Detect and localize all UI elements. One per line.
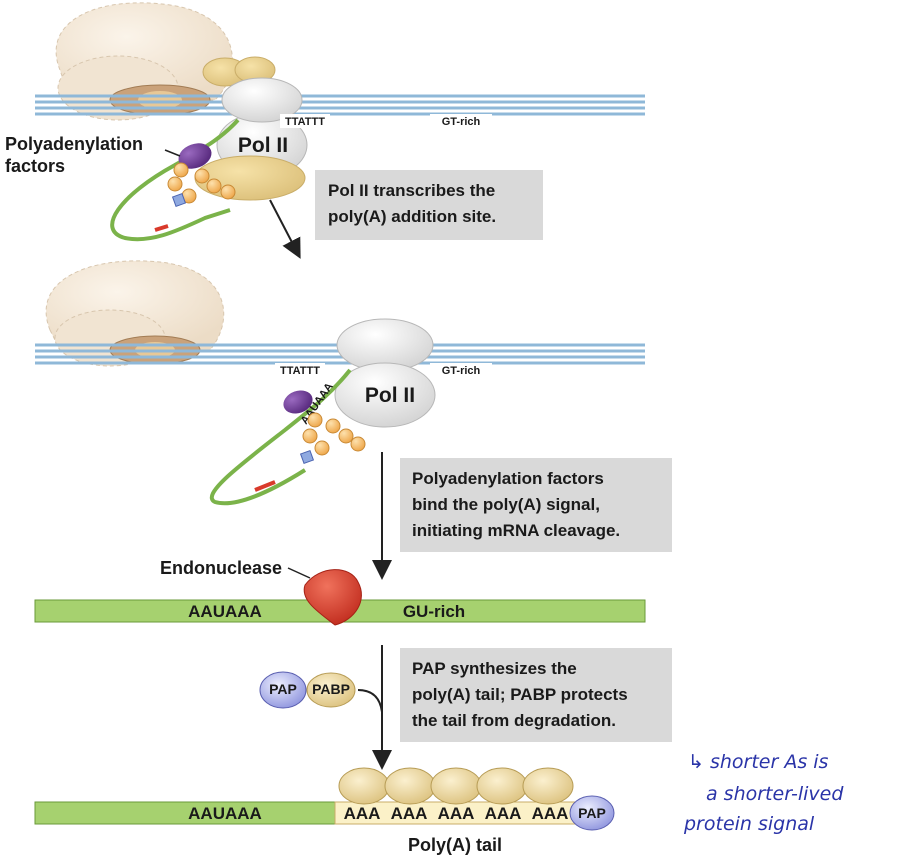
caption-box-3: [400, 648, 672, 742]
pap-label-4: PAP: [269, 681, 297, 697]
ttattt-box-1: [280, 114, 330, 128]
purple-factor-1: [178, 143, 212, 169]
pabp-beads: [338, 767, 574, 805]
ttattt-label-1: TTATTT: [285, 116, 325, 128]
panel-1: TTATTT GT-rich Pol II Polyadenylation fa…: [5, 2, 645, 259]
pap-label-5: PAP: [578, 805, 606, 821]
panel-5: AAUAAA AAA AAA AAA AAA AAA PAP Poly(A) t…: [34, 767, 615, 855]
caption-3-line3: the tail from degradation.: [412, 711, 616, 730]
gt-rich-box-2: [430, 363, 492, 377]
ttattt-box-2: [275, 363, 325, 377]
note-line3: protein signal: [683, 813, 815, 835]
pap-enzyme-4: [259, 671, 307, 709]
gt-rich-box-1: [430, 114, 492, 128]
caption-2-line2: bind the poly(A) signal,: [412, 495, 600, 514]
purple-factor-2: [283, 390, 313, 414]
panel-3: Endonuclease AAUAAA GU-rich: [34, 558, 646, 626]
polyadenylation-pointer: [164, 149, 181, 157]
brown-factor-inner-1: [138, 91, 182, 109]
pol2-body-2: [334, 362, 436, 428]
orange-factors-1: [167, 162, 236, 204]
caption-box-2: [400, 458, 672, 552]
ttattt-label-2: TTATTT: [280, 365, 320, 377]
pabp-label-4: PABP: [312, 681, 350, 697]
handwritten-note: ↳ shorter As is a shorter-lived protein …: [683, 751, 844, 835]
tail-segment-5: AAA: [532, 804, 569, 823]
caption-1-line2: poly(A) addition site.: [328, 207, 496, 226]
tail-segment-4: AAA: [485, 804, 522, 823]
rna-red-segment-1: [154, 224, 169, 232]
arrow-1: [269, 199, 301, 259]
tail-segment-3: AAA: [438, 804, 475, 823]
panel-2: TTATTT GT-rich Pol II AAUAAA Polyadenyla…: [35, 260, 672, 580]
rna-loop-2: [209, 368, 352, 506]
blue-marker-1: [171, 192, 187, 208]
pap-enzyme-5: [569, 795, 615, 831]
pol2-label-2: Pol II: [365, 384, 415, 407]
gt-rich-label-2: GT-rich: [442, 365, 481, 377]
gu-rich-label: GU-rich: [403, 602, 465, 621]
tail-segment-2: AAA: [391, 804, 428, 823]
aauaaa-label-5: AAUAAA: [188, 804, 262, 823]
dna-strand-1: [35, 94, 645, 116]
orange-factors-2: [302, 412, 366, 456]
caption-box-1: [315, 170, 543, 240]
endonuclease-label: Endonuclease: [160, 558, 282, 578]
pabp-protein-4: [306, 672, 356, 708]
endonuclease: [303, 569, 362, 626]
polyadenylation-factors-label-line2: factors: [5, 156, 65, 176]
polyadenylation-factors-label-line1: Polyadenylation: [5, 134, 143, 154]
tan-factor-lower-1: [194, 155, 306, 201]
mrna-strand-5: [34, 801, 336, 825]
pol2-top-1: [221, 77, 303, 123]
caption-1-line1: Pol II transcribes the: [328, 181, 495, 200]
pol2-label-1: Pol II: [238, 134, 288, 157]
join-bracket: [357, 689, 383, 713]
caption-3-line2: poly(A) tail; PABP protects: [412, 685, 628, 704]
note-line2: a shorter-lived: [706, 783, 844, 805]
panel-4: PAP PABP PAP synthesizes the poly(A) tai…: [259, 645, 672, 770]
gt-rich-label-1: GT-rich: [442, 116, 481, 128]
endonuclease-pointer: [287, 567, 311, 579]
caption-2-line3: initiating mRNA cleavage.: [412, 521, 620, 540]
caption-2-line1: Polyadenylation factors: [412, 469, 604, 488]
aauaaa-label-3: AAUAAA: [188, 602, 262, 621]
blue-marker-2: [299, 449, 315, 465]
tail-segment-1: AAA: [344, 804, 381, 823]
caption-3-line1: PAP synthesizes the: [412, 659, 577, 678]
note-line1: ↳ shorter As is: [688, 751, 829, 773]
poly-a-tail-label: Poly(A) tail: [408, 835, 502, 855]
rna-red-segment-2: [254, 480, 276, 492]
